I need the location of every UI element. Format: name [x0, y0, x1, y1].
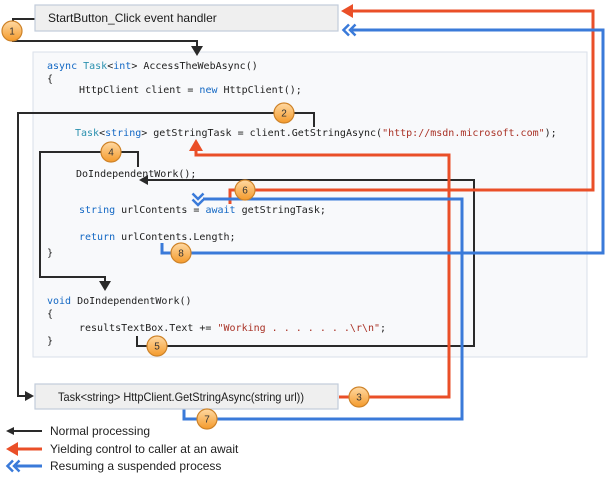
badge-circle: [348, 386, 370, 408]
flow-8-return-length: [160, 23, 605, 255]
badge-number: 3: [356, 393, 362, 404]
code-line-resultstextbox: resultsTextBox.Text += "Working . . . . …: [79, 323, 386, 334]
code-line-doindependentwork-call: DoIndependentWork();: [76, 169, 196, 180]
flow-5-return-doindependentwork: [136, 175, 475, 347]
badge-number: 4: [108, 148, 114, 159]
code-line-signature-accesstheweb: async Task<int> AccessTheWebAsync(): [47, 61, 258, 72]
start-handler-label: StartButton_Click event handler: [48, 11, 217, 25]
legend-item-resuming: Resuming a suspended process: [5, 459, 221, 473]
code-line-getstringtask: Task<string> getStringTask = client.GetS…: [75, 128, 557, 139]
start-handler-box: StartButton_Click event handler: [34, 4, 339, 32]
flow-7-resume-await: [182, 192, 464, 421]
badge-number: 2: [281, 109, 287, 120]
code-line-close-brace: }: [47, 248, 53, 259]
code-block-panel: [32, 51, 588, 358]
legend-label-normal: Normal processing: [50, 424, 150, 438]
step-badge-3: 3: [348, 386, 370, 408]
left-arrow-icon: [139, 175, 148, 185]
left-arrow-icon: [6, 442, 18, 456]
badge-circle: [146, 335, 168, 357]
badge-number: 6: [242, 186, 248, 197]
code-line-httpclient: HttpClient client = new HttpClient();: [79, 85, 302, 96]
badge-number: 5: [154, 342, 160, 353]
up-arrow-icon: [189, 139, 203, 151]
legend: Normal processing Yielding control to ca…: [5, 424, 239, 473]
badge-circle: [100, 141, 122, 163]
badge-number: 1: [9, 27, 15, 38]
step-badge-4: 4: [100, 141, 122, 163]
code-line-open-brace: {: [47, 74, 53, 85]
left-chevron-icon: [12, 459, 21, 473]
getstringasync-label: Task<string> HttpClient.GetStringAsync(s…: [58, 390, 304, 404]
code-line-await: string urlContents = await getStringTask…: [79, 205, 326, 216]
left-chevron-icon: [348, 23, 357, 37]
left-arrow-icon: [341, 4, 353, 18]
down-chevron-icon: [191, 192, 205, 201]
badge-circle: [196, 408, 218, 430]
step-badge-1: 1: [1, 20, 23, 42]
flow-4-call-doindependentwork: [39, 151, 139, 291]
step-badge-7: 7: [196, 408, 218, 430]
legend-item-normal: Normal processing: [6, 424, 150, 438]
badge-number: 8: [178, 249, 184, 260]
step-badge-2: 2: [273, 102, 295, 124]
badge-circle: [234, 179, 256, 201]
code-line-signature-doindependentwork: void DoIndependentWork(): [47, 296, 192, 307]
legend-label-resuming: Resuming a suspended process: [50, 459, 221, 473]
code-line-return: return urlContents.Length;: [79, 232, 236, 243]
start-handler-box-rect: [34, 4, 339, 32]
step-badge-8: 8: [170, 242, 192, 264]
flow-3-return-task: [189, 139, 451, 399]
left-chevron-icon: [5, 459, 14, 473]
down-arrow-icon: [191, 46, 203, 56]
down-chevron-icon: [191, 198, 205, 207]
down-arrow-icon: [99, 281, 111, 291]
right-arrow-icon: [25, 391, 34, 401]
badge-circle: [1, 20, 23, 42]
code-listing: async Task<int> AccessTheWebAsync() { Ht…: [47, 61, 557, 347]
flow-2-call-getstringasync: [17, 112, 315, 401]
left-arrow-icon: [6, 427, 14, 435]
step-badge-5: 5: [146, 335, 168, 357]
badge-number: 7: [204, 415, 210, 426]
badge-circle: [273, 102, 295, 124]
left-chevron-icon: [341, 23, 350, 37]
flow-6-yield-to-caller: [228, 4, 595, 204]
code-line-open-brace-2: {: [47, 309, 53, 320]
badge-circle: [170, 242, 192, 264]
legend-label-yielding: Yielding control to caller at an await: [50, 442, 239, 456]
step-badge-6: 6: [234, 179, 256, 201]
getstringasync-box-rect: [34, 383, 339, 410]
getstringasync-box: Task<string> HttpClient.GetStringAsync(s…: [34, 383, 339, 410]
code-line-close-brace-2: }: [47, 336, 53, 347]
legend-item-yielding: Yielding control to caller at an await: [6, 442, 239, 456]
